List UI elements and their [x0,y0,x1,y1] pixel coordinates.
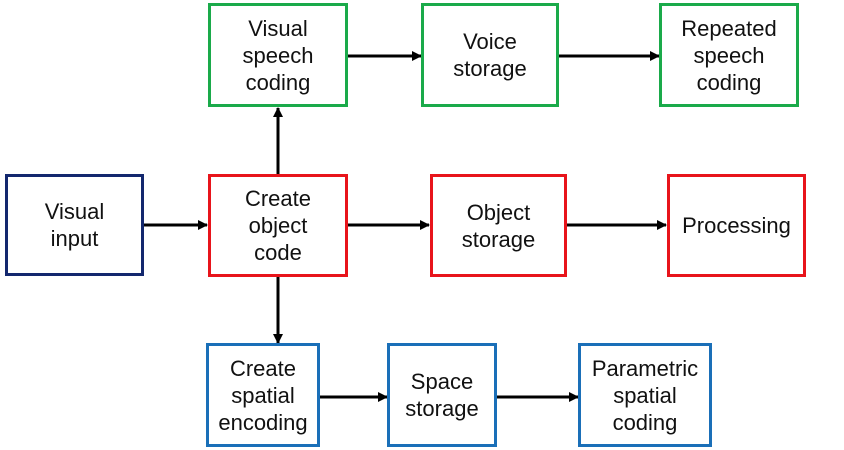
node-label: Visual input [44,199,105,251]
node-parametric-spatial-coding: Parametric spatial coding [578,343,712,447]
node-label: Repeated speech coding [681,15,777,95]
node-space-storage: Space storage [387,343,497,447]
node-label: Object storage [461,199,536,252]
node-create-spatial-encoding: Create spatial encoding [206,343,320,447]
node-processing: Processing [667,174,806,277]
node-object-storage: Object storage [430,174,567,277]
node-visual-input: Visual input [5,174,144,276]
node-label: Parametric spatial coding [591,355,699,435]
node-label: Visual speech coding [242,15,314,95]
node-voice-storage: Voice storage [421,3,559,107]
node-repeated-speech-coding: Repeated speech coding [659,3,799,107]
node-label: Create spatial encoding [218,355,308,435]
node-label: Space storage [405,369,479,421]
node-visual-speech-coding: Visual speech coding [208,3,348,107]
node-label: Voice storage [453,29,527,81]
node-label: Create object code [244,186,312,265]
node-create-object-code: Create object code [208,174,348,277]
node-label: Processing [682,213,791,238]
